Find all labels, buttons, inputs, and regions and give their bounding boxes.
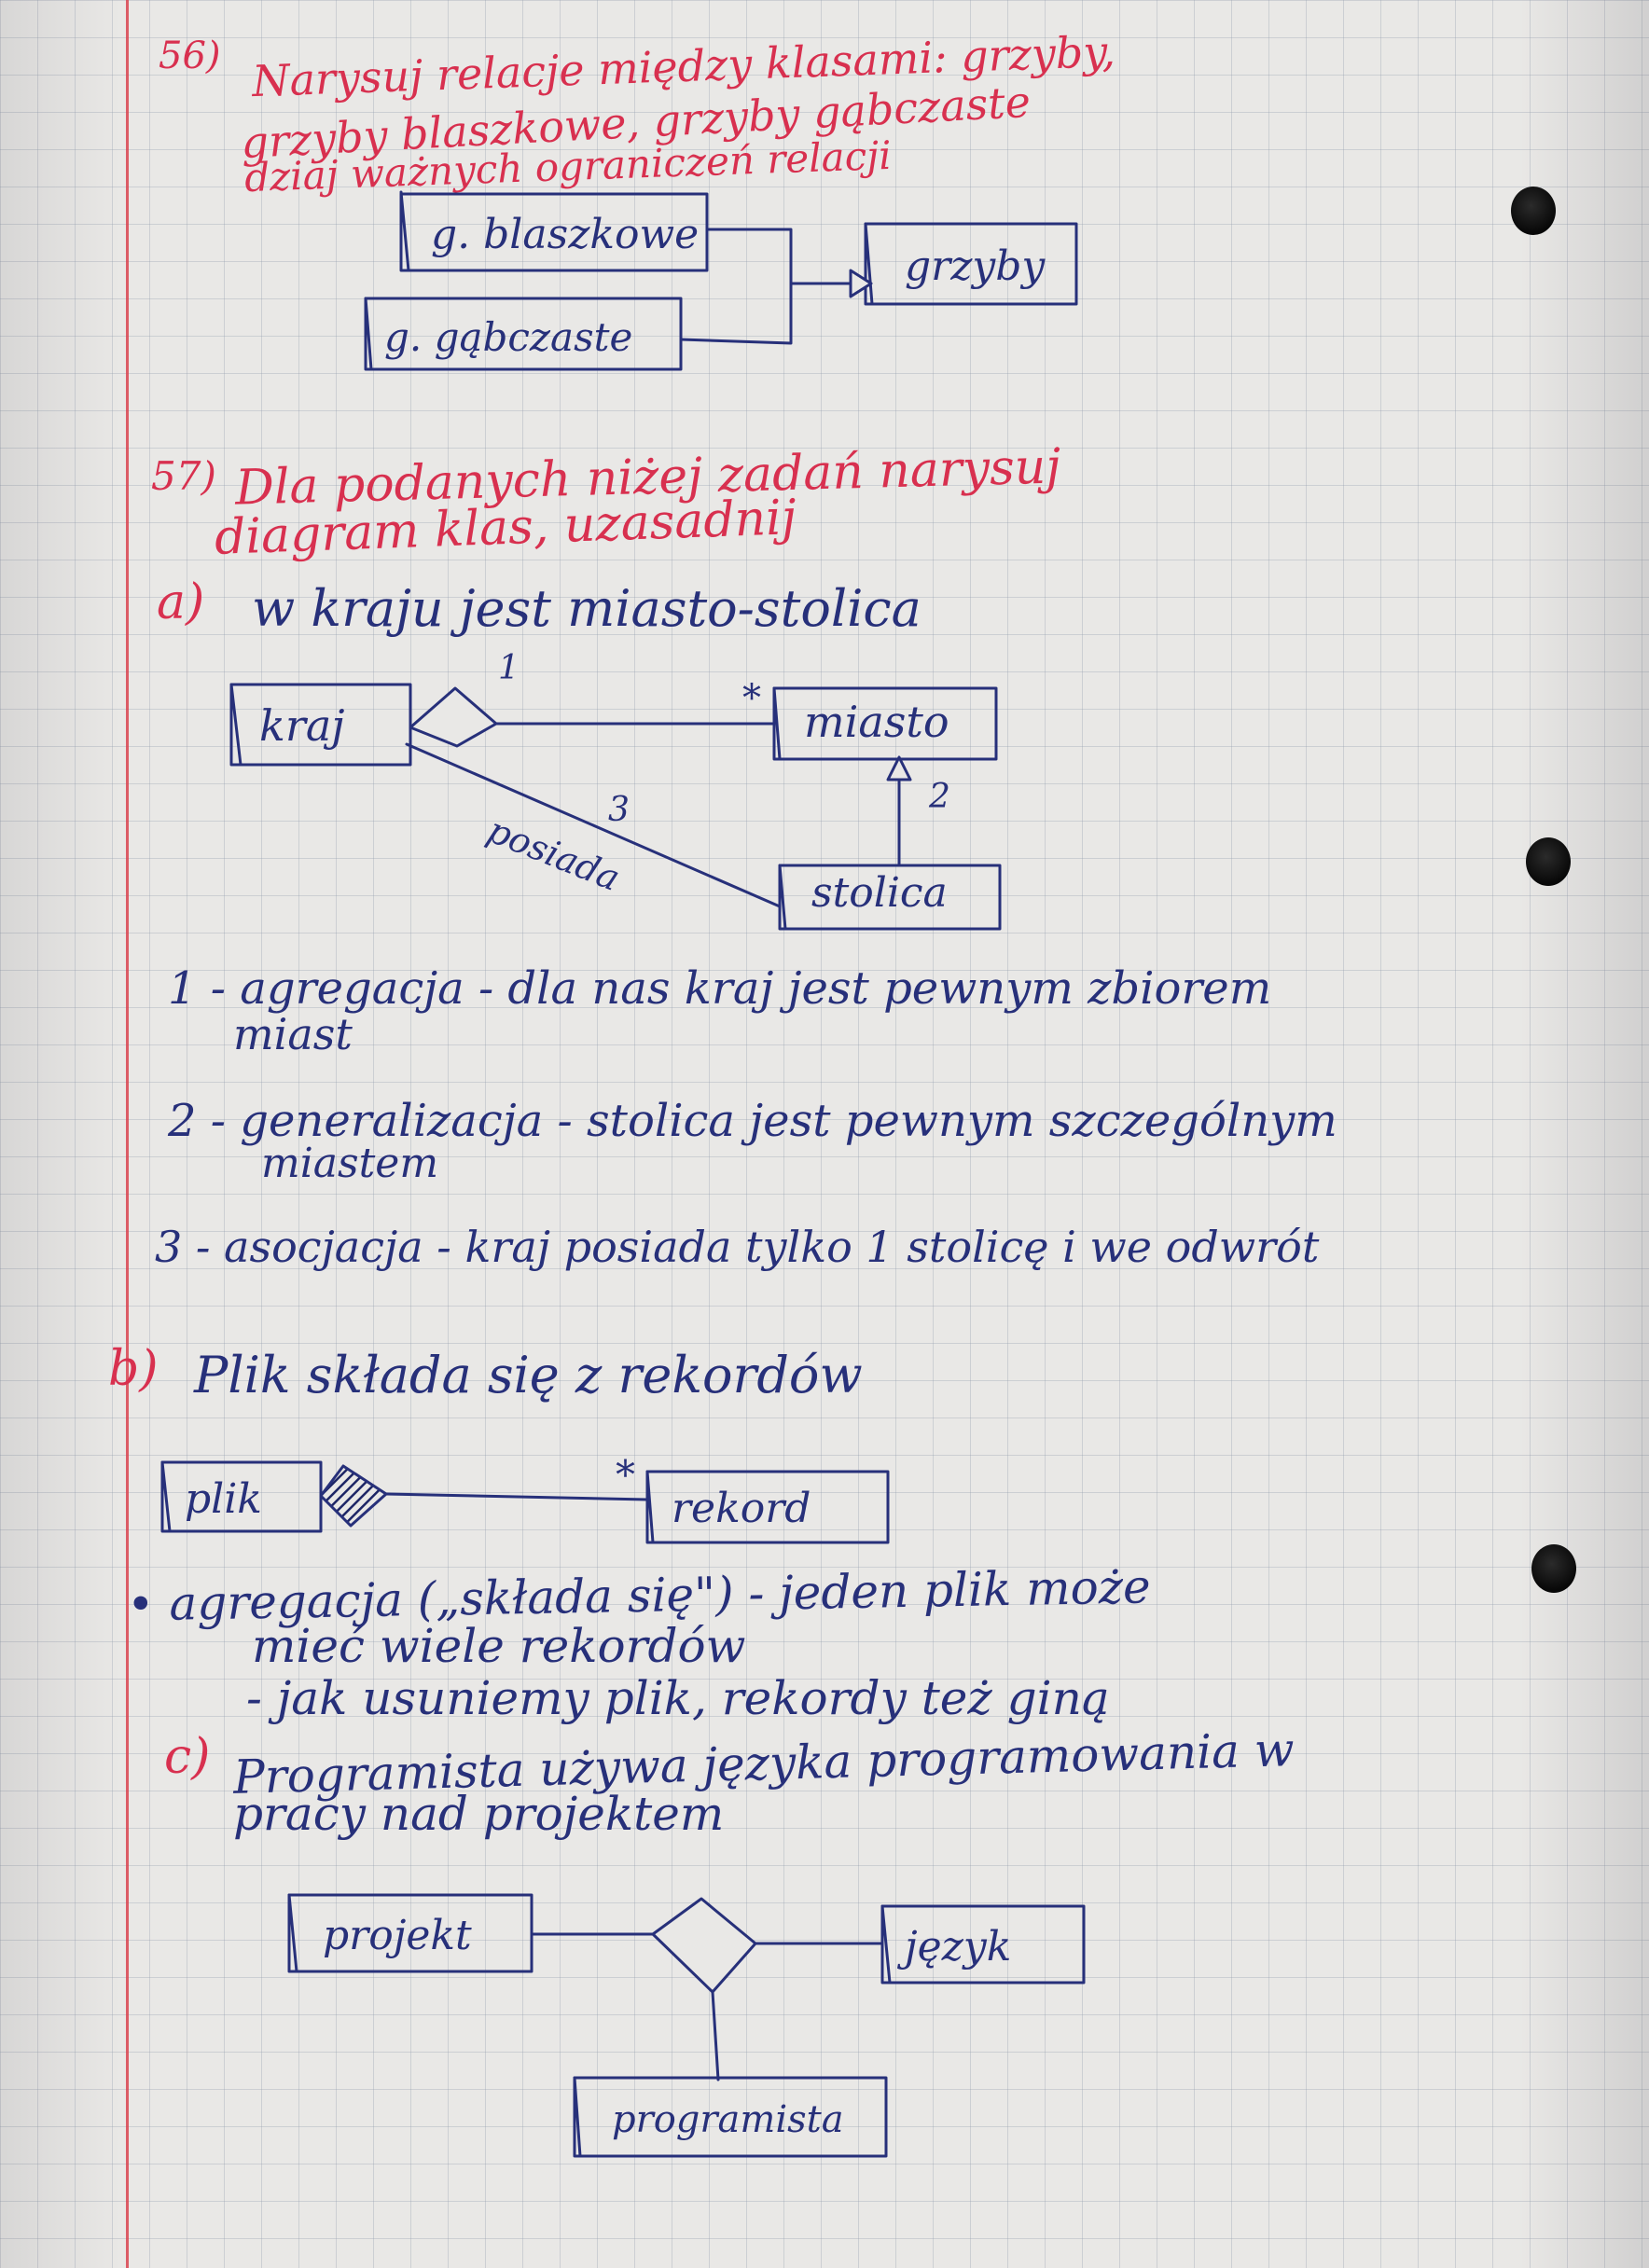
page-shadow-right bbox=[1518, 0, 1649, 2268]
label-g-blaszkowe: g. blaszkowe bbox=[431, 211, 699, 258]
box-stolica bbox=[778, 864, 1002, 931]
binder-hole bbox=[1511, 187, 1556, 235]
box-g-gabczaste bbox=[364, 297, 683, 371]
label-miasto: miasto bbox=[804, 697, 949, 747]
q57c-label: c) bbox=[164, 1729, 211, 1785]
q57a-note1-line2: miast bbox=[233, 1009, 353, 1059]
q57b-diagram bbox=[160, 1460, 890, 1544]
inheritance-connector bbox=[679, 228, 793, 345]
mult-3: 3 bbox=[608, 791, 630, 829]
q56-diagram bbox=[364, 190, 1078, 371]
box-grzyby bbox=[864, 222, 1078, 306]
q57b-note-line3: - jak usuniemy plik, rekordy też giną bbox=[246, 1671, 1110, 1725]
q57a-note3: 3 - asocjacja - kraj posiada tylko 1 sto… bbox=[155, 1222, 1320, 1272]
label-stolica: stolica bbox=[811, 869, 948, 917]
q57a-statement: w kraju jest miasto-stolica bbox=[252, 579, 922, 638]
binder-hole bbox=[1531, 1544, 1576, 1593]
q57b-note-line2: mieć wiele rekordów bbox=[252, 1619, 746, 1673]
q57a-note2-line2: miastem bbox=[261, 1140, 439, 1187]
label-programista: programista bbox=[612, 2098, 844, 2141]
box-rekord bbox=[645, 1470, 890, 1544]
composition-line bbox=[384, 1492, 649, 1501]
association-line bbox=[405, 742, 782, 908]
box-jezyk bbox=[880, 1904, 1086, 1984]
mult-1: 1 bbox=[498, 649, 520, 687]
box-programista bbox=[573, 2076, 888, 2158]
q57a-note2-line1: 2 - generalizacja - stolica jest pewnym … bbox=[168, 1095, 1337, 1147]
q56-number: 56) bbox=[159, 35, 221, 77]
inheritance-arrowhead bbox=[849, 269, 873, 298]
box-kraj bbox=[229, 683, 412, 767]
aggregation-diamond bbox=[409, 686, 498, 748]
page-shadow-left bbox=[0, 0, 121, 2268]
q57b-label: b) bbox=[108, 1341, 159, 1397]
mult-star-miasto: * bbox=[742, 677, 761, 720]
red-margin-line bbox=[126, 0, 129, 2268]
q57-number: 57) bbox=[151, 453, 216, 499]
binder-hole bbox=[1526, 837, 1571, 886]
label-jezyk: język bbox=[896, 1923, 1011, 1971]
q57c-diagram bbox=[287, 1893, 1086, 2158]
n-ary-association-diamond bbox=[651, 1897, 757, 1994]
q57b-statement: Plik składa się z rekordów bbox=[194, 1346, 863, 1404]
mult-2: 2 bbox=[928, 778, 950, 816]
assoc-label-posiada: posiada bbox=[482, 809, 626, 899]
label-g-gabczaste: g. gąbczaste bbox=[384, 314, 632, 360]
generalization-arrowhead bbox=[886, 755, 912, 781]
q57c-statement-line2: pracy nad projektem bbox=[233, 1787, 725, 1841]
q57a-note1-line1: 1 - agregacja - dla nas kraj jest pewnym… bbox=[168, 962, 1272, 1015]
composition-diamond bbox=[319, 1464, 388, 1528]
q57a-diagram bbox=[229, 683, 1002, 931]
label-kraj: kraj bbox=[259, 700, 345, 751]
label-plik: plik bbox=[185, 1475, 262, 1523]
q57a-label: a) bbox=[157, 574, 205, 630]
box-g-blaszkowe bbox=[399, 192, 709, 272]
mult-star-rekord: * bbox=[616, 1452, 635, 1498]
label-projekt: projekt bbox=[323, 1912, 472, 1959]
label-grzyby: grzyby bbox=[905, 242, 1046, 290]
label-rekord: rekord bbox=[672, 1485, 811, 1532]
